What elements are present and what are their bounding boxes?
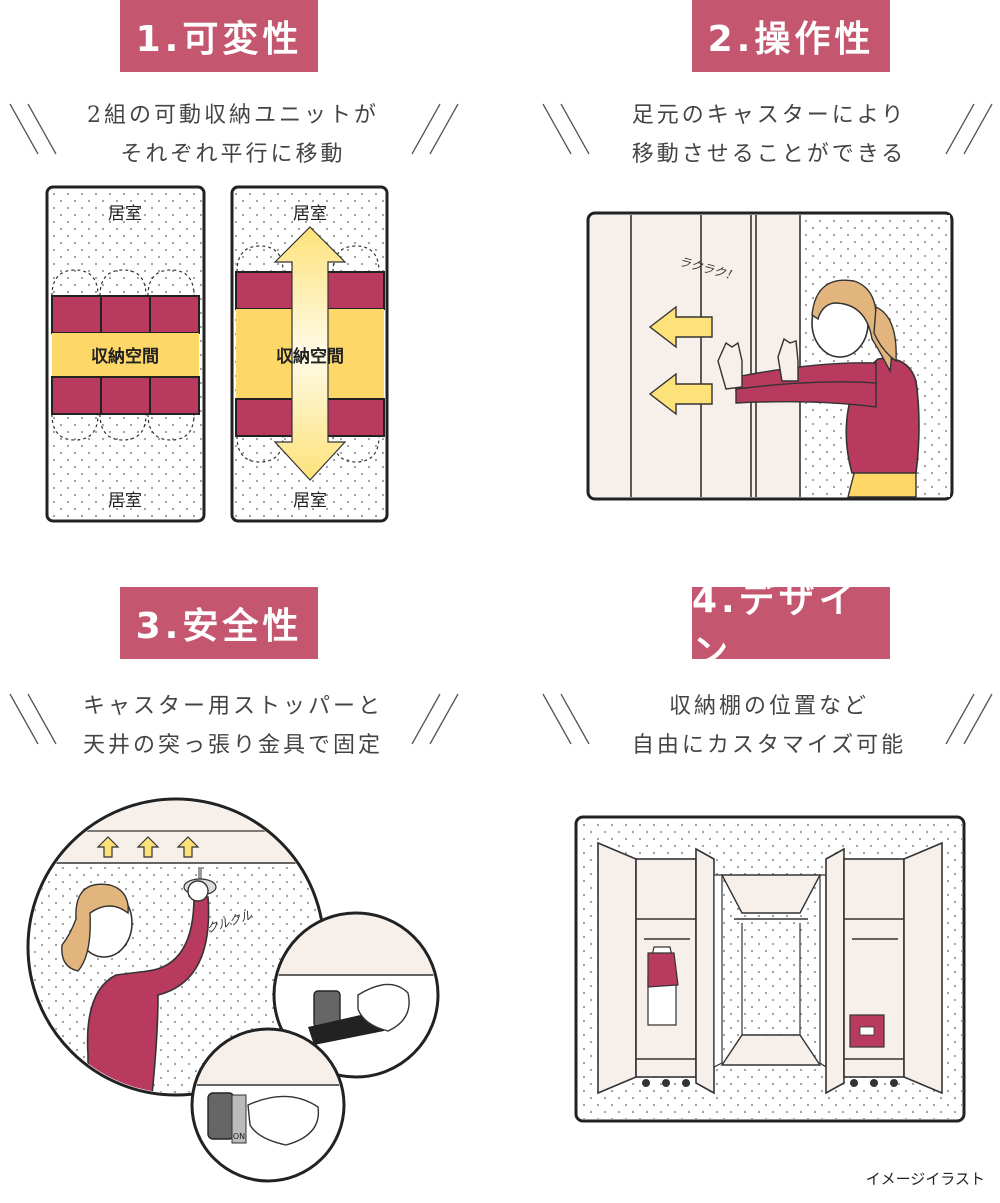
desc-line: 足元のキャスターにより — [631, 103, 907, 128]
up-arrow-icon — [136, 836, 160, 858]
right-slash-decoration — [945, 693, 993, 745]
room-label-bottom: 居室 — [108, 491, 142, 511]
room-label-bottom: 居室 — [293, 491, 327, 511]
right-slash-decoration — [411, 103, 459, 155]
section-4-title: 4.デザイン — [692, 580, 890, 673]
room-label-top: 居室 — [108, 204, 142, 224]
desc-line: キャスター用ストッパーと — [82, 694, 383, 719]
woman-turning-figure — [61, 880, 210, 1093]
storage-space-label: 収納空間 — [91, 346, 159, 367]
desc-line: それぞれ平行に移動 — [120, 142, 346, 167]
left-slash-decoration — [542, 693, 590, 745]
room-label-top: 居室 — [293, 204, 327, 224]
safety-illustration: クルクル ON — [26, 797, 440, 1183]
section-3-title: 3.安全性 — [120, 587, 318, 659]
desc-line: 自由にカスタマイズ可能 — [631, 733, 907, 758]
desc-line: 天井の突っ張り金具で固定 — [82, 733, 383, 758]
section-1-title: 1.可変性 — [120, 0, 318, 72]
stopper-on-label: ON — [233, 1132, 245, 1141]
up-arrow-icon — [96, 836, 120, 858]
right-slash-decoration — [945, 103, 993, 155]
section-4-description: 収納棚の位置など 自由にカスタマイズ可能 — [596, 687, 942, 765]
woman-pushing-figure — [717, 279, 920, 498]
image-caption: イメージイラスト — [865, 1170, 985, 1188]
variability-diagram: 居室 収納空間 居室 居室 収納空間 居室 — [45, 185, 389, 523]
section-2-title: 2.操作性 — [692, 0, 890, 72]
storage-space-label: 収納空間 — [276, 346, 344, 367]
right-slash-decoration — [411, 693, 459, 745]
left-slash-decoration — [9, 103, 57, 155]
desc-line: 収納棚の位置など — [668, 694, 869, 719]
section-2-description: 足元のキャスターにより 移動させることができる — [596, 96, 942, 174]
desc-line: 移動させることができる — [631, 142, 907, 167]
left-slash-decoration — [9, 693, 57, 745]
section-1-description: 2組の可動収納ユニットが それぞれ平行に移動 — [60, 96, 406, 174]
left-arrow-icon — [648, 372, 713, 416]
left-arrow-icon — [648, 305, 713, 349]
desc-line: 2組の可動収納ユニットが — [87, 103, 379, 128]
left-slash-decoration — [542, 103, 590, 155]
design-illustration — [574, 815, 966, 1123]
up-arrow-icon — [176, 836, 200, 858]
operability-illustration: ラクラク！ — [586, 211, 954, 501]
section-3-description: キャスター用ストッパーと 天井の突っ張り金具で固定 — [60, 687, 406, 765]
